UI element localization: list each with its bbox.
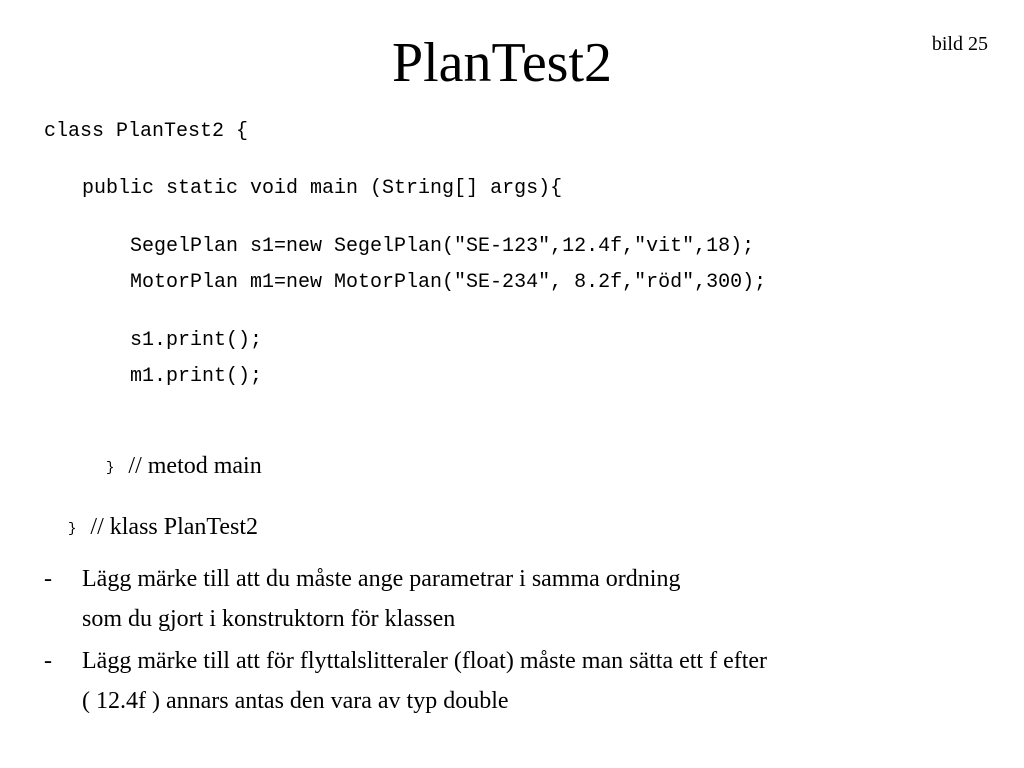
slide-number: bild 25 bbox=[931, 33, 988, 55]
note-dash: - bbox=[44, 648, 52, 674]
code-line-main-declaration: public static void main (String[] args){ bbox=[82, 177, 563, 200]
code-line-end-method: } // metod main bbox=[82, 424, 262, 510]
class-comment: // klass PlanTest2 bbox=[90, 514, 259, 540]
code-line-m1-print: m1.print(); bbox=[130, 365, 263, 388]
note-text-line: Lägg märke till att du måste ange parame… bbox=[82, 566, 681, 592]
note-text-continuation: som du gjort i konstruktorn för klassen bbox=[82, 606, 456, 632]
note-text-continuation: ( 12.4f ) annars antas den vara av typ d… bbox=[82, 688, 509, 714]
method-comment: // metod main bbox=[128, 453, 262, 479]
code-line-end-class: } // klass PlanTest2 bbox=[44, 485, 258, 571]
note-item: - Lägg märke till att för flyttalslittera… bbox=[44, 647, 984, 715]
note-item: - Lägg märke till att du måste ange param… bbox=[44, 565, 984, 633]
note-text-line: Lägg märke till att för flyttalslitteral… bbox=[82, 648, 768, 674]
slide-title: PlanTest2 bbox=[391, 32, 613, 94]
code-line-class-declaration: class PlanTest2 { bbox=[44, 120, 249, 143]
code-line-s1-print: s1.print(); bbox=[130, 329, 263, 352]
closing-brace: } bbox=[68, 521, 77, 537]
code-line-motorplan: MotorPlan m1=new MotorPlan("SE-234", 8.2… bbox=[130, 271, 767, 294]
closing-brace: } bbox=[106, 460, 115, 476]
code-line-segelplan: SegelPlan s1=new SegelPlan("SE-123",12.4… bbox=[130, 235, 755, 258]
note-dash: - bbox=[44, 566, 52, 592]
